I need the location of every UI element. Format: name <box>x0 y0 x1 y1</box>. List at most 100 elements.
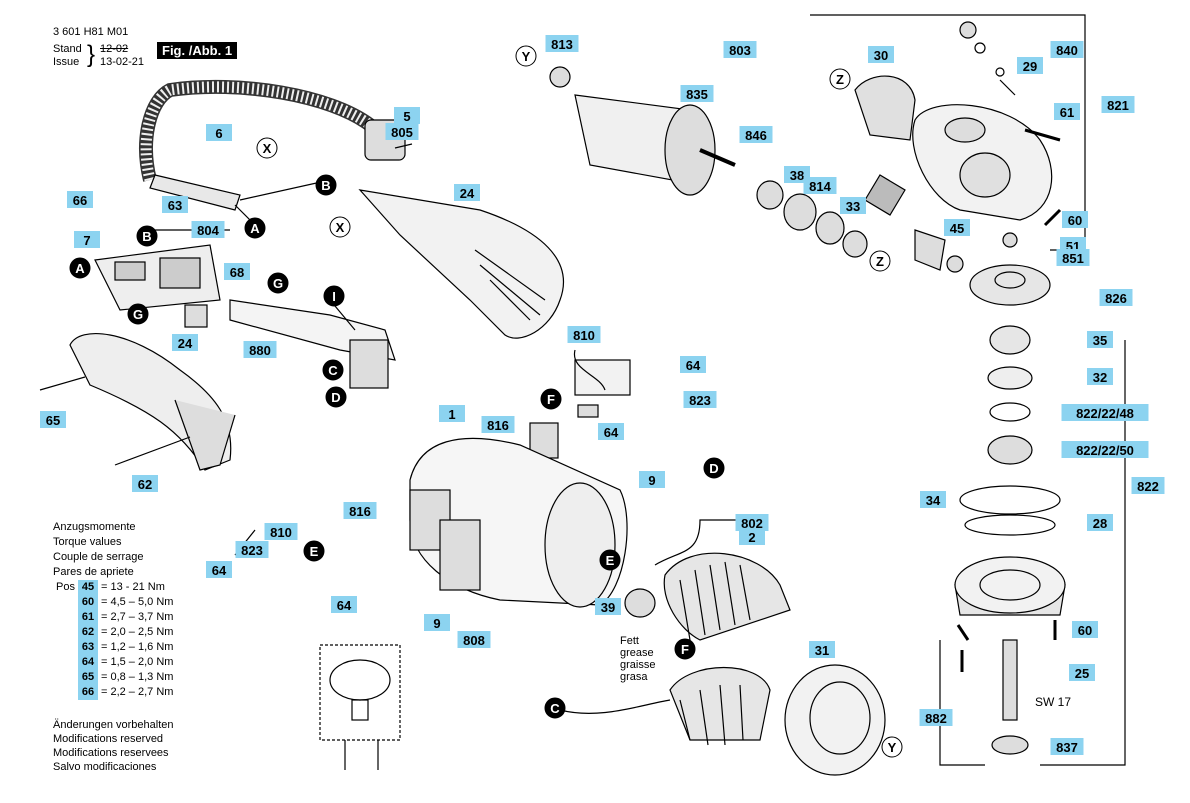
torque-row: 60= 4,5 – 5,0 Nm <box>53 595 176 610</box>
modification-en: Modifications reserved <box>53 733 164 745</box>
connector-D-text-1: D <box>709 461 718 476</box>
part-label-30: 30 <box>874 48 888 63</box>
bearing-cover <box>784 664 886 776</box>
part-label-2: 2 <box>748 530 755 545</box>
part-label-821-bg <box>1101 96 1135 113</box>
part-label-823-alt-bg <box>235 541 269 558</box>
part-label-823-bg <box>683 391 717 408</box>
part-label-33-bg <box>840 197 866 214</box>
part-label-837-bg <box>1050 738 1084 755</box>
torque-pos-heading <box>53 625 78 640</box>
part-label-816-bg <box>481 416 515 433</box>
part-label-66: 66 <box>73 193 87 208</box>
bearing-35 <box>989 325 1031 355</box>
connector-A-marker-1 <box>69 257 91 279</box>
grease-note-line: Fett <box>620 635 639 647</box>
part-label-9-bg <box>639 471 665 488</box>
connector-E-text-1: E <box>606 553 615 568</box>
part-label-810-alt-bg <box>264 523 298 540</box>
part-label-29-bg <box>1017 57 1043 74</box>
part-label-35: 35 <box>1093 333 1107 348</box>
part-label-813: 813 <box>551 37 573 52</box>
connector-D-marker-0 <box>325 386 347 408</box>
part-label-810: 810 <box>573 328 595 343</box>
connector-F-text-0: F <box>547 392 555 407</box>
modification-fr: Modifications reservees <box>53 747 169 759</box>
torque-pos: 63 <box>77 640 98 655</box>
part-label-803: 803 <box>729 43 751 58</box>
connector-B-text-0: B <box>321 178 330 193</box>
part-label-837: 837 <box>1056 740 1078 755</box>
torque-pos: 45 <box>77 580 98 595</box>
part-label-64: 64 <box>686 358 701 373</box>
part-label-814: 814 <box>809 179 831 194</box>
connector-B-marker-1 <box>136 225 158 247</box>
torque-value: = 1,5 – 2,0 Nm <box>100 656 174 668</box>
modifications-note: Änderungen vorbehalten Modifications res… <box>53 718 173 774</box>
part-label-31: 31 <box>815 643 829 658</box>
part-label-822-22-48-bg <box>1061 404 1149 421</box>
part-label-66-bg <box>67 191 93 208</box>
torque-pos-heading <box>53 640 78 655</box>
connector-Y-marker-0 <box>515 45 537 67</box>
connector-Z-text-0: Z <box>836 72 844 87</box>
switch-assembly <box>94 244 221 311</box>
o-ring-28 <box>964 514 1056 536</box>
part-label-803-bg <box>723 41 757 58</box>
part-label-25: 25 <box>1075 666 1089 681</box>
part-label-1-bg <box>439 405 465 422</box>
part-label-63-bg <box>162 196 188 213</box>
part-label-39-bg <box>595 598 621 615</box>
part-label-65: 65 <box>46 413 60 428</box>
issue-date: 13-02-21 <box>100 56 145 68</box>
part-label-61: 61 <box>1060 105 1074 120</box>
part-label-60: 60 <box>1068 213 1082 228</box>
connector-Y-marker-1 <box>881 736 903 758</box>
part-label-805: 805 <box>391 125 413 140</box>
torque-pos: 62 <box>77 625 98 640</box>
connector-F-text-1: F <box>681 642 689 657</box>
connector-A-marker-0 <box>244 217 266 239</box>
part-label-9-alt: 9 <box>433 616 440 631</box>
circuit-diagram <box>319 644 401 741</box>
part-label-60-alt: 60 <box>1078 623 1092 638</box>
torque-row: 61= 2,7 – 3,7 Nm <box>53 610 176 625</box>
connector-Z-marker-1 <box>869 250 891 272</box>
connector-X-text-1: X <box>336 220 345 235</box>
connector-E-marker-1 <box>599 549 621 571</box>
ring-32 <box>987 366 1033 390</box>
cord-sleeve <box>149 174 241 211</box>
torque-pos-heading <box>53 595 78 610</box>
part-label-32-bg <box>1087 368 1113 385</box>
connector-E-marker-0 <box>303 540 325 562</box>
spindle <box>1002 639 1018 721</box>
part-label-882-bg <box>919 709 953 726</box>
part-label-835-bg <box>680 85 714 102</box>
suppressor <box>349 339 389 389</box>
connector-A-text-0: A <box>250 221 260 236</box>
part-label-802-bg <box>735 514 769 531</box>
part-label-826: 826 <box>1105 291 1127 306</box>
part-label-64-alt: 64 <box>604 425 619 440</box>
connector-C-text-0: C <box>328 363 338 378</box>
part-label-5-bg <box>394 107 420 124</box>
part-label-34-bg <box>920 491 946 508</box>
connector-D-text-0: D <box>331 390 340 405</box>
part-label-64-alt: 64 <box>337 598 352 613</box>
part-label-45: 45 <box>950 221 964 236</box>
torque-heading-de: Anzugsmomente <box>53 521 136 533</box>
part-label-30-bg <box>868 46 894 63</box>
part-label-24-bg <box>454 184 480 201</box>
torque-pos-heading <box>53 610 78 625</box>
wrench-size-label: SW 17 <box>1035 695 1071 709</box>
connector-E-text-0: E <box>310 544 319 559</box>
part-label-2-bg <box>739 528 765 545</box>
part-label-9: 9 <box>648 473 655 488</box>
part-label-822-bg <box>1131 477 1165 494</box>
connector-I-text-0: I <box>332 289 336 304</box>
part-label-851-bg <box>1056 249 1090 266</box>
part-label-805-bg <box>385 123 419 140</box>
modification-de: Änderungen vorbehalten <box>53 719 174 731</box>
